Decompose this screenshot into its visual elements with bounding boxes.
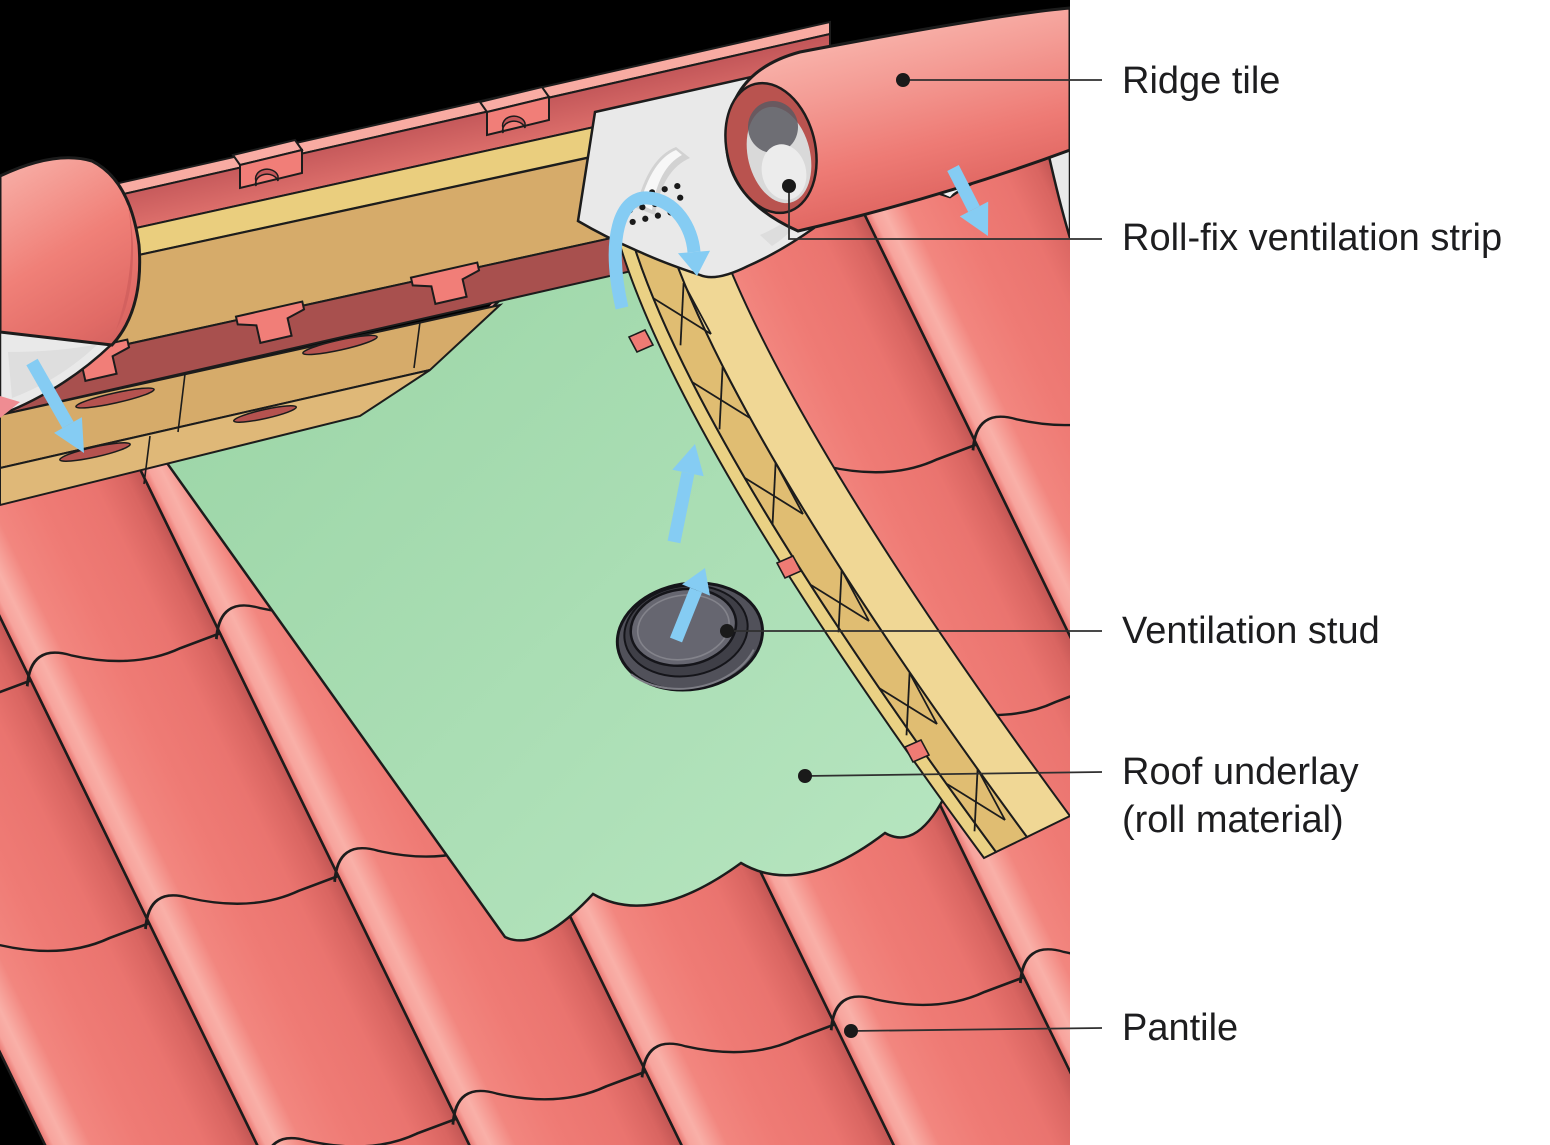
leader-roof-underlay — [798, 769, 1103, 783]
airflow-arrow — [667, 444, 704, 544]
leader-pantile — [844, 1024, 1103, 1038]
board-seam — [143, 321, 421, 485]
label-rollfix-strip: Roll-fix ventilation strip — [1122, 217, 1503, 259]
label-ventilation-stud: Ventilation stud — [1122, 610, 1380, 652]
leader-rollfix-strip — [782, 179, 1102, 240]
counter-batten-bracing — [652, 282, 1006, 832]
airflow-arrows — [26, 165, 989, 643]
ridge-tile — [724, 6, 1070, 233]
batten-slot — [59, 334, 378, 462]
label-roof-underlay: Roof underlay (roll material) — [1122, 748, 1359, 844]
batten-board — [0, 369, 431, 507]
airflow-arrow — [26, 358, 84, 453]
label-pantile: Pantile — [1122, 1007, 1239, 1049]
airflow-arrow — [947, 165, 989, 236]
ridge-clip — [231, 138, 304, 190]
label-roof-underlay-line1: Roof underlay — [1122, 751, 1359, 793]
label-ridge-tile: Ridge tile — [1122, 60, 1281, 102]
underlay-wisp — [0, 330, 115, 418]
clip-stub — [627, 328, 931, 764]
leader-ventilation-stud — [720, 624, 1102, 638]
label-roof-underlay-line2: (roll material) — [1122, 799, 1344, 841]
counter-batten — [612, 180, 1070, 860]
leader-ridge-tile — [896, 73, 1102, 87]
ridge-cap-tile — [0, 156, 142, 347]
airflow-arrow — [669, 568, 710, 643]
airflow-arrow — [608, 191, 710, 310]
leader-lines — [720, 73, 1103, 1038]
ridge-clip — [478, 85, 551, 137]
